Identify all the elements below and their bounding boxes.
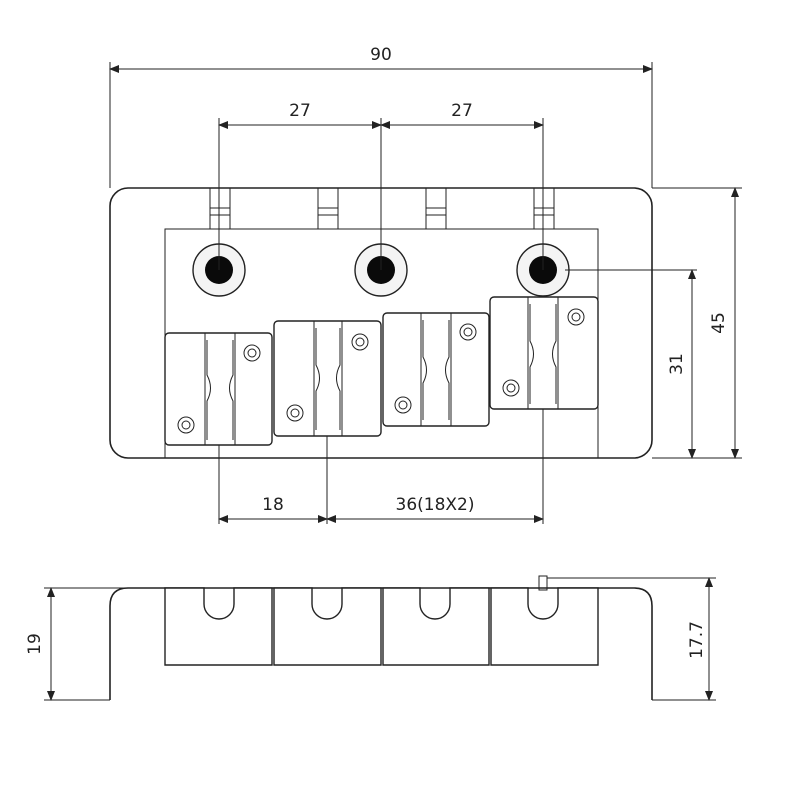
- dim-hole-spacing-right: 27: [451, 101, 473, 121]
- dim-overall-width: 90: [370, 45, 392, 65]
- saddle: [382, 312, 490, 427]
- slot: [425, 187, 447, 230]
- saddles: [164, 296, 599, 446]
- dim-saddle-spacing: 36(18X2): [396, 495, 475, 515]
- saddle: [489, 296, 599, 410]
- side-saddle: [382, 587, 490, 666]
- extension-lines-top: [109, 62, 742, 524]
- dim-saddle-height: 17.7: [687, 621, 707, 659]
- saddle: [273, 320, 382, 437]
- dimension-lines-top: [109, 65, 739, 523]
- side-saddle: [490, 575, 599, 666]
- top-slots: [209, 187, 555, 230]
- dimension-lines-side: [47, 577, 713, 701]
- dim-hole-to-bottom: 31: [667, 353, 687, 375]
- extension-lines-side: [44, 577, 716, 701]
- side-saddle: [164, 587, 273, 666]
- slot: [209, 187, 231, 230]
- slot: [317, 187, 339, 230]
- dim-hole-spacing-left: 27: [289, 101, 311, 121]
- side-saddles: [164, 575, 599, 666]
- dim-side-height: 19: [25, 633, 45, 655]
- side-view: 19 17.7: [25, 575, 716, 701]
- slot: [533, 187, 555, 230]
- saddle: [164, 332, 273, 446]
- dim-saddle-offset: 18: [262, 495, 284, 515]
- mounting-holes: [192, 243, 570, 297]
- dim-overall-height: 45: [709, 312, 729, 334]
- side-saddle: [273, 587, 382, 666]
- top-view: 90 27 27 45 31 18 36(18X2): [109, 45, 742, 524]
